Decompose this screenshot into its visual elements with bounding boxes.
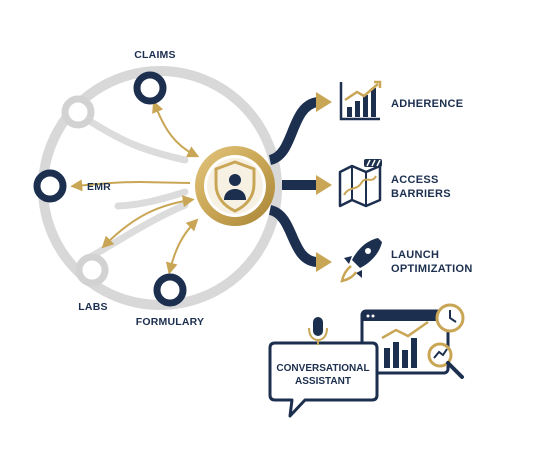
- rocket-icon: [340, 238, 382, 283]
- label-launch-2: OPTIMIZATION: [391, 263, 473, 275]
- arrow-claims-center: [152, 100, 200, 158]
- arrow-center-emr: [70, 179, 191, 192]
- flow-launch: [268, 205, 319, 267]
- outcome-arrowheads: [316, 92, 332, 272]
- node-top-left: [61, 95, 95, 129]
- label-emr: EMR: [87, 181, 111, 193]
- center-hub[interactable]: [195, 146, 275, 226]
- label-launch-1: LAUNCH: [391, 249, 439, 261]
- label-access-1: ACCESS: [391, 174, 439, 186]
- arrow-labs-center: [101, 195, 195, 249]
- label-claims: CLAIMS: [134, 49, 175, 61]
- assistant-label-2: ASSISTANT: [295, 376, 351, 387]
- label-labs: LABS: [78, 301, 107, 313]
- node-formulary[interactable]: [153, 273, 187, 307]
- shield-user-icon: [214, 160, 256, 213]
- microphone-icon: [308, 317, 328, 345]
- analytics-dashboard-icon: [360, 303, 465, 379]
- label-access-2: BARRIERS: [391, 188, 451, 200]
- map-barrier-icon: [338, 159, 382, 208]
- arrow-formulary-center: [165, 218, 199, 275]
- node-emr[interactable]: [33, 169, 67, 203]
- assistant-label-1: CONVERSATIONAL: [276, 363, 369, 374]
- node-labs[interactable]: [75, 253, 109, 287]
- outcome-flows: [268, 97, 320, 267]
- conversational-assistant-bubble[interactable]: CONVERSATIONAL ASSISTANT: [268, 341, 379, 418]
- label-formulary: FORMULARY: [136, 316, 205, 328]
- gold-arrows: [101, 100, 200, 275]
- node-claims[interactable]: [133, 71, 167, 105]
- flow-adherence: [268, 97, 320, 165]
- bar-chart-icon: [339, 80, 382, 121]
- label-adherence: ADHERENCE: [391, 98, 463, 110]
